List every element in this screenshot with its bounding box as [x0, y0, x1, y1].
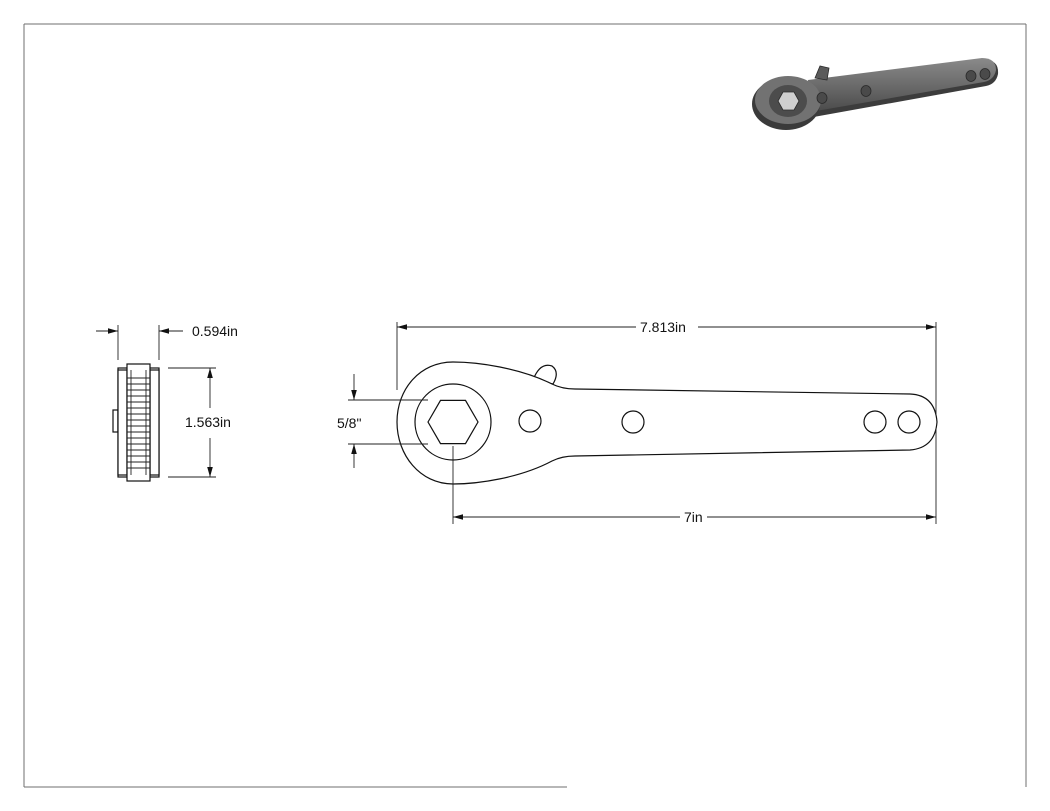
dim-side-height-label: 1.563in [185, 414, 231, 430]
sheet-border [23, 23, 1027, 788]
dim-side-thickness-label: 0.594in [192, 323, 238, 339]
dim-side-height: 1.563in [168, 367, 231, 478]
side-view-left-plate [117, 369, 128, 476]
side-view-pawl-nub [112, 409, 119, 433]
hole-handle-1 [863, 410, 887, 434]
front-view: 7.813in 5/8" 7in [337, 319, 938, 525]
side-view-right-plate [149, 369, 160, 476]
hole-handle-2 [897, 410, 921, 434]
hole-center [621, 410, 645, 434]
hole-pawl-pivot [518, 409, 542, 433]
dim-center-length-label: 7in [684, 509, 703, 525]
side-view-gear-teeth [127, 370, 150, 475]
dim-overall-length: 7.813in [396, 319, 937, 416]
dim-center-length: 7in [452, 428, 937, 525]
dim-hex-size: 5/8" [337, 374, 428, 468]
side-view-gear-core [126, 363, 151, 482]
hex-socket-icon [427, 399, 479, 445]
wrench-body-outline [396, 361, 938, 485]
dim-side-thickness: 0.594in [96, 323, 238, 360]
ratchet-wrench-isometric-render-icon [752, 58, 999, 130]
dim-hex-size-label: 5/8" [337, 415, 361, 431]
dim-overall-length-label: 7.813in [640, 319, 686, 335]
side-view: 0.594in 1.563in [96, 323, 238, 482]
